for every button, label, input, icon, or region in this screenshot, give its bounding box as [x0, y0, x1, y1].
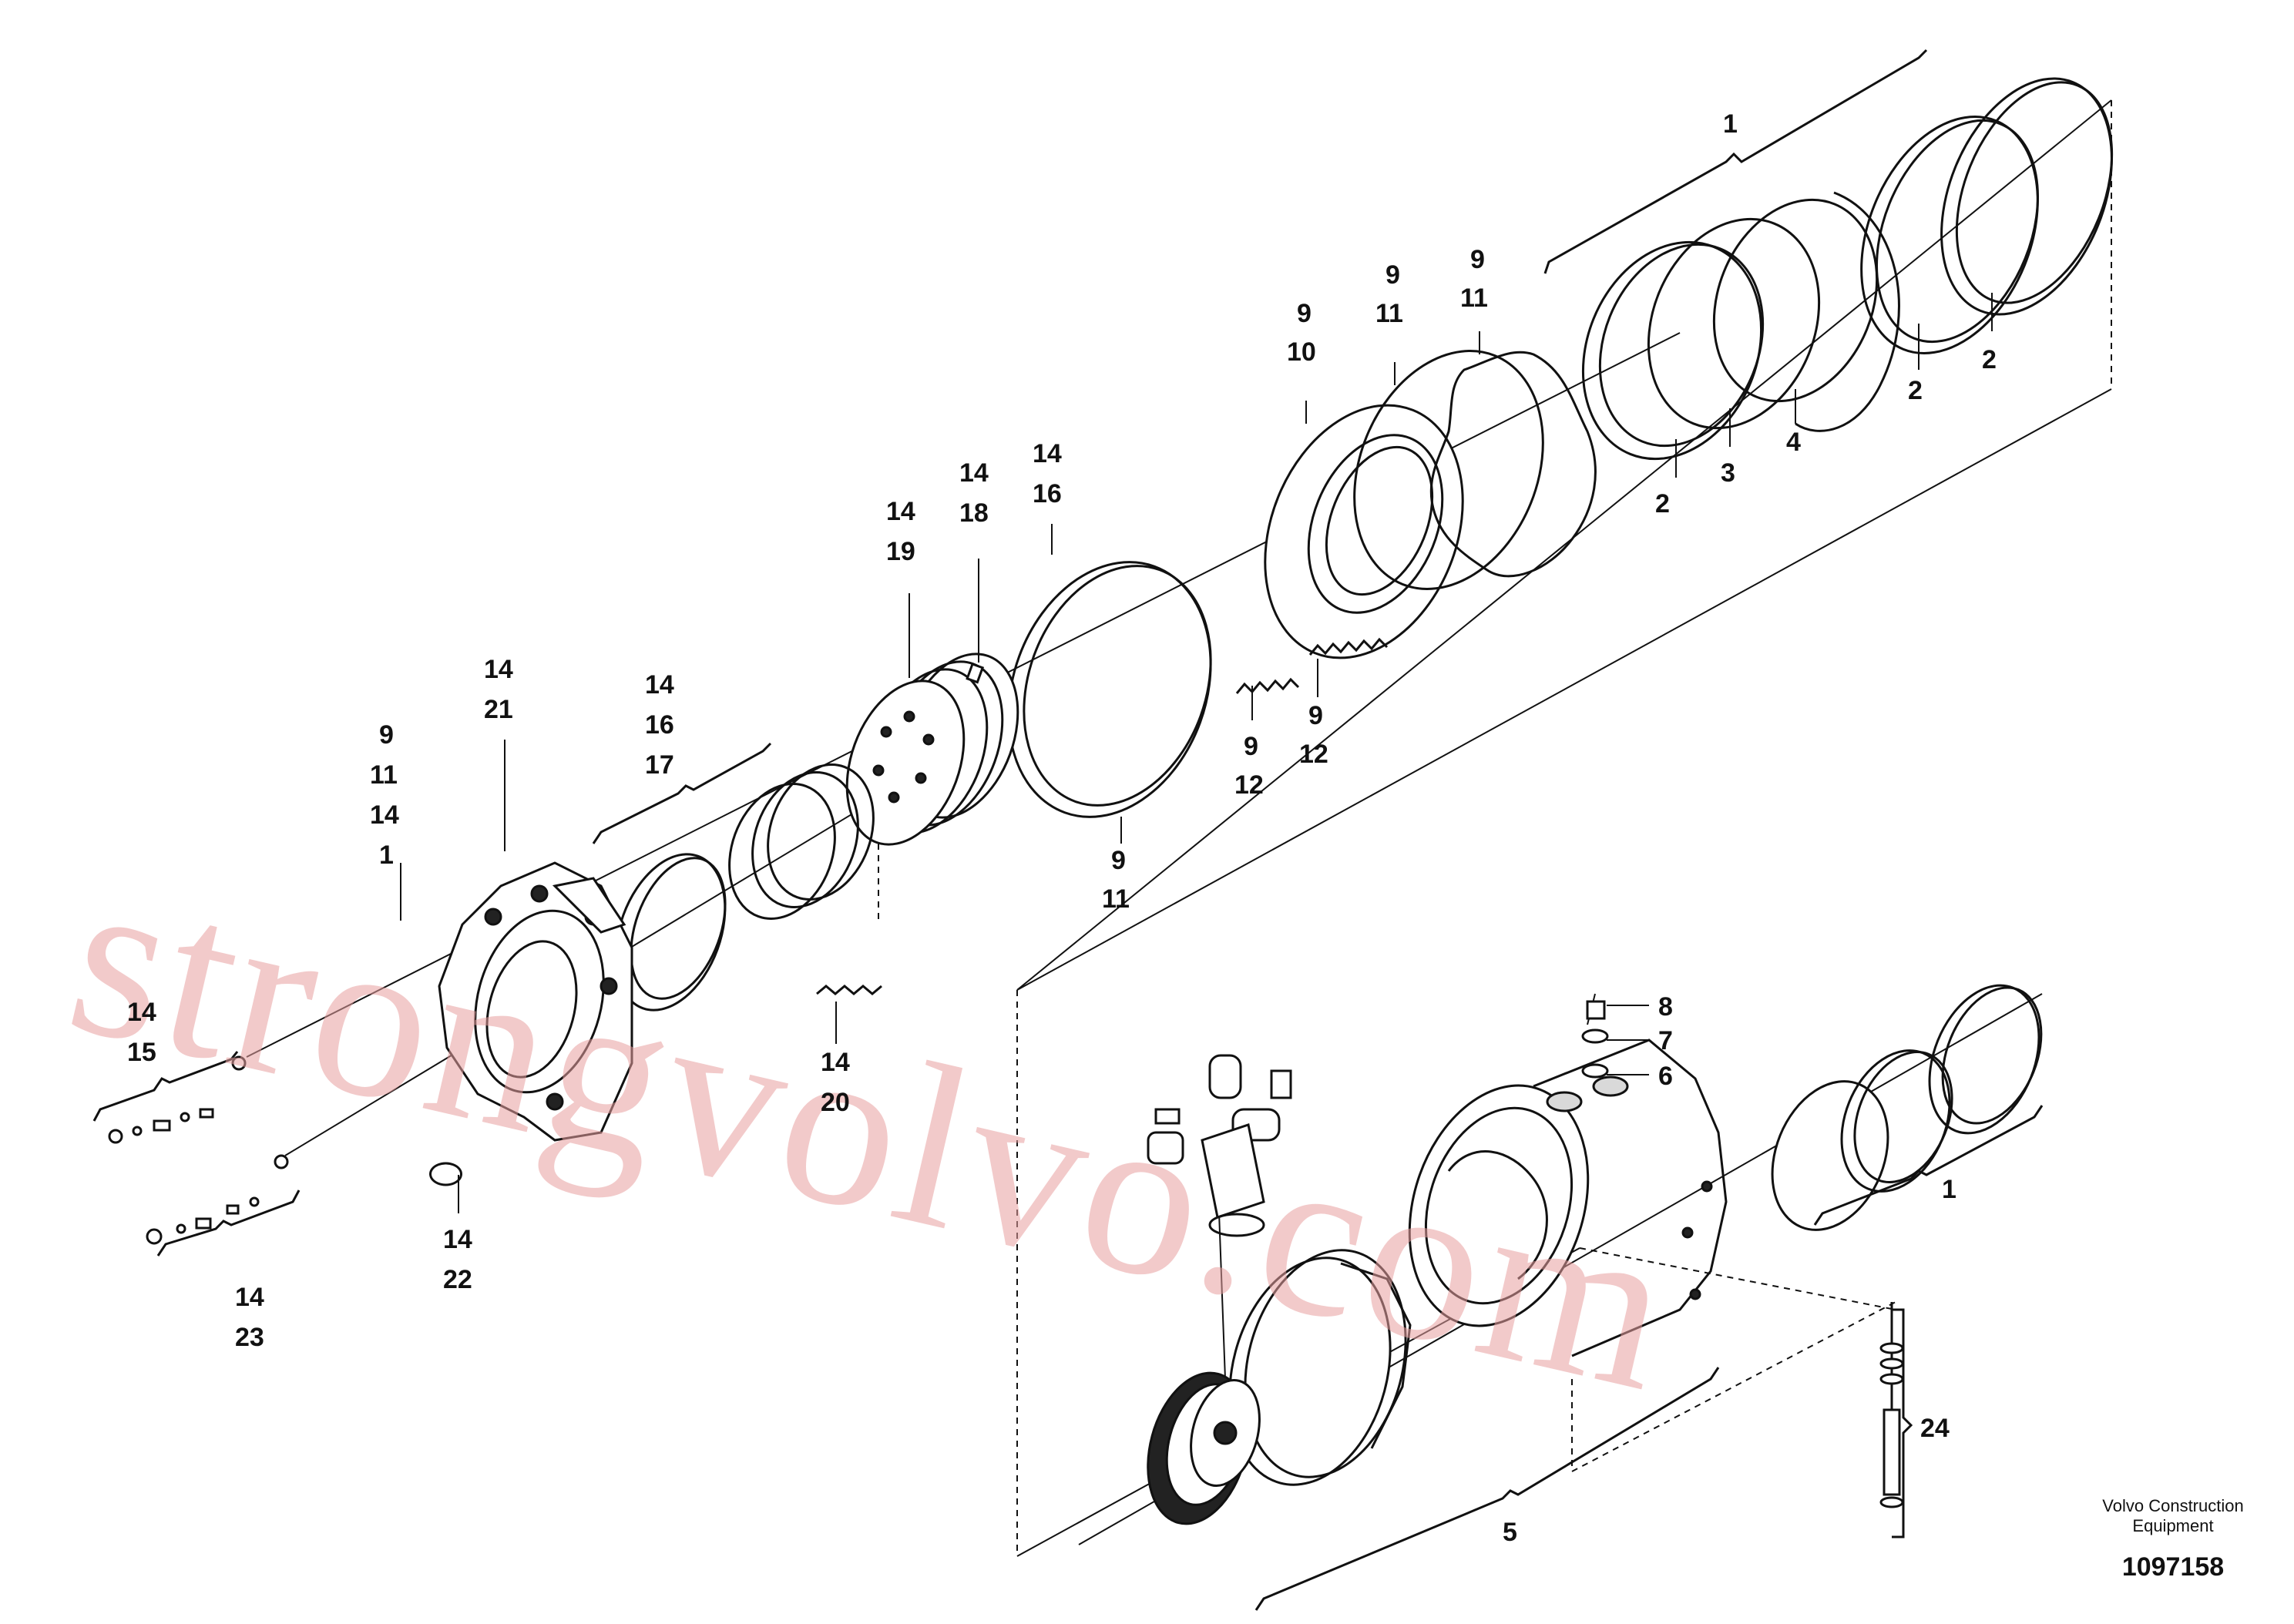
label-21: 21	[484, 695, 513, 724]
credit-block: Volvo Construction Equipment 1097158	[2102, 1496, 2243, 1582]
credit-line-1: Volvo Construction	[2102, 1496, 2243, 1515]
credit-line-2: Equipment	[2132, 1516, 2213, 1535]
label-14-18: 14	[959, 458, 989, 488]
label-16-b: 16	[645, 710, 674, 740]
label-14-21: 14	[484, 655, 513, 684]
label-12-e: 12	[1299, 740, 1328, 769]
label-19: 19	[886, 537, 915, 566]
label-3: 3	[1721, 458, 1735, 488]
bolt-stack-24	[1879, 1302, 1904, 1508]
label-4: 4	[1786, 428, 1801, 457]
label-9-c: 9	[1470, 245, 1485, 274]
motor-housing-5	[1408, 1038, 1728, 1357]
label-16: 16	[1033, 479, 1062, 508]
label-14-22: 14	[443, 1225, 472, 1254]
label-14-20: 14	[821, 1048, 850, 1077]
label-8: 8	[1658, 992, 1673, 1022]
housing-21	[438, 861, 633, 1142]
label-9-g: 9	[379, 720, 394, 750]
label-1-bottom: 1	[1942, 1175, 1956, 1204]
label-22: 22	[443, 1265, 472, 1294]
label-14-19: 14	[886, 497, 915, 526]
label-14-16: 14	[1033, 439, 1062, 468]
label-14-1617: 14	[645, 670, 674, 700]
label-17: 17	[645, 750, 674, 780]
small-parts	[108, 985, 882, 1245]
label-9-f: 9	[1111, 846, 1126, 875]
label-12-d: 12	[1234, 770, 1264, 800]
ring-set-top	[1581, 77, 2114, 461]
label-11-g: 11	[370, 760, 398, 790]
rotor-assembly	[1147, 1249, 1412, 1525]
label-6: 6	[1658, 1062, 1673, 1091]
part-labels: 1 2 3 4 2 2 9 10 9 11 9 11 9 12 9 12 9 1…	[127, 109, 1997, 1547]
label-1-top: 1	[1723, 109, 1738, 139]
label-11-b: 11	[1375, 299, 1403, 328]
label-2-a: 2	[1655, 489, 1670, 518]
drawing-number: 1097158	[2122, 1552, 2224, 1582]
label-5: 5	[1503, 1518, 1517, 1547]
label-11-c: 11	[1460, 284, 1488, 313]
large-o-ring	[1007, 561, 1212, 818]
ring-set-bottom	[1771, 984, 2043, 1231]
hub-19	[845, 653, 1019, 846]
label-2-b: 2	[1908, 376, 1923, 405]
leader-lines	[92, 49, 2044, 1611]
label-23: 23	[235, 1323, 264, 1352]
label-1-g: 1	[379, 841, 394, 870]
label-20: 20	[821, 1088, 850, 1117]
plate-set	[1264, 350, 1597, 659]
label-2-c: 2	[1982, 345, 1997, 374]
label-15: 15	[127, 1038, 156, 1067]
label-7: 7	[1658, 1026, 1673, 1055]
frame-lines	[878, 99, 2112, 1557]
springs-12	[1235, 637, 1389, 694]
label-9-d: 9	[1244, 732, 1258, 761]
label-14-15: 14	[127, 998, 156, 1027]
seals-16-17	[614, 763, 875, 1012]
label-14-23: 14	[235, 1283, 264, 1312]
label-11-f: 11	[1102, 884, 1130, 914]
valve-parts	[1147, 1000, 1609, 1237]
label-14-g: 14	[370, 800, 399, 830]
label-10: 10	[1287, 337, 1316, 367]
label-9-e: 9	[1308, 701, 1323, 730]
label-9-b: 9	[1385, 260, 1400, 290]
label-9-a: 9	[1297, 299, 1312, 328]
label-18: 18	[959, 498, 989, 528]
label-24: 24	[1920, 1414, 1950, 1443]
